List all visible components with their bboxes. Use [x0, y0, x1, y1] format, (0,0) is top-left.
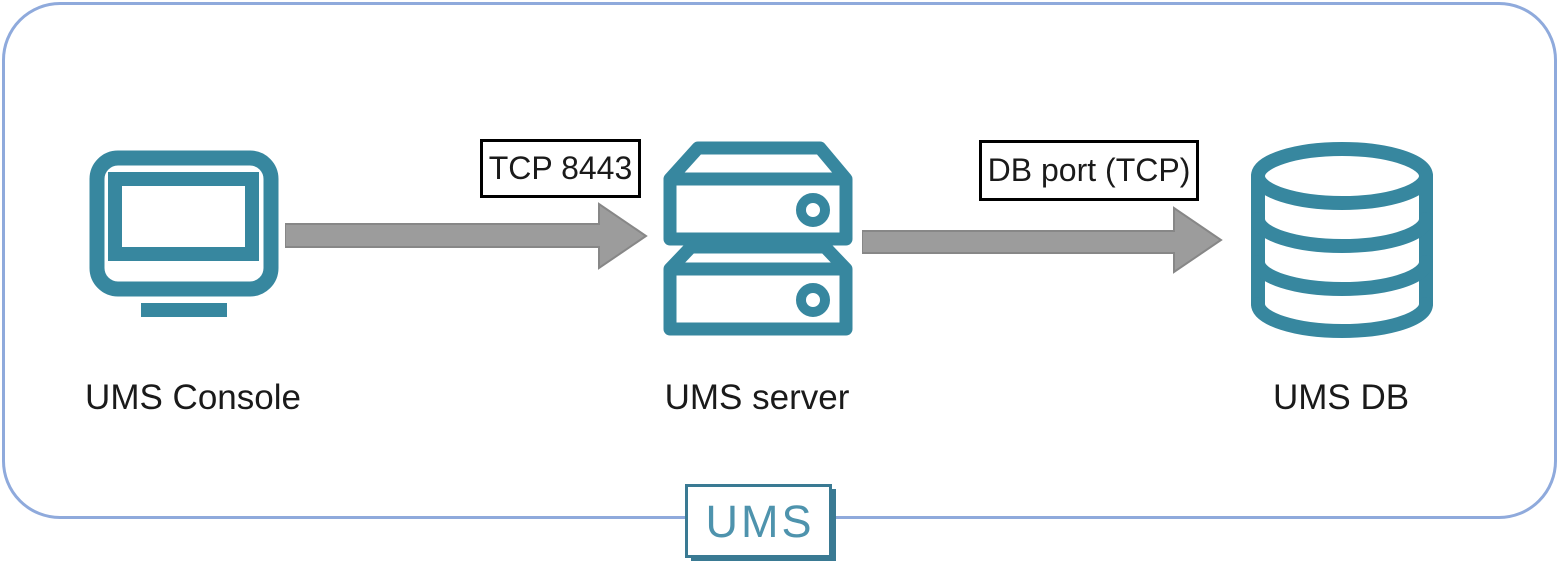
node-label-ums-server: UMS server [664, 378, 850, 417]
database-icon [1245, 140, 1441, 340]
connection-label-tcp-8443: TCP 8443 [480, 139, 641, 198]
connection-label-db-port: DB port (TCP) [979, 140, 1199, 201]
connection-label-text: TCP 8443 [488, 150, 633, 186]
node-label-ums-db: UMS DB [1272, 378, 1410, 417]
arrow-right-icon [862, 206, 1224, 274]
server-icon [660, 140, 856, 336]
node-label-ums-console: UMS Console [85, 378, 301, 417]
connection-label-text: DB port (TCP) [987, 152, 1191, 188]
ums-logo-text: UMS [705, 495, 815, 547]
ums-logo-badge: UMS [685, 484, 832, 558]
arrow-right-icon [285, 202, 649, 270]
monitor-icon [86, 147, 282, 323]
